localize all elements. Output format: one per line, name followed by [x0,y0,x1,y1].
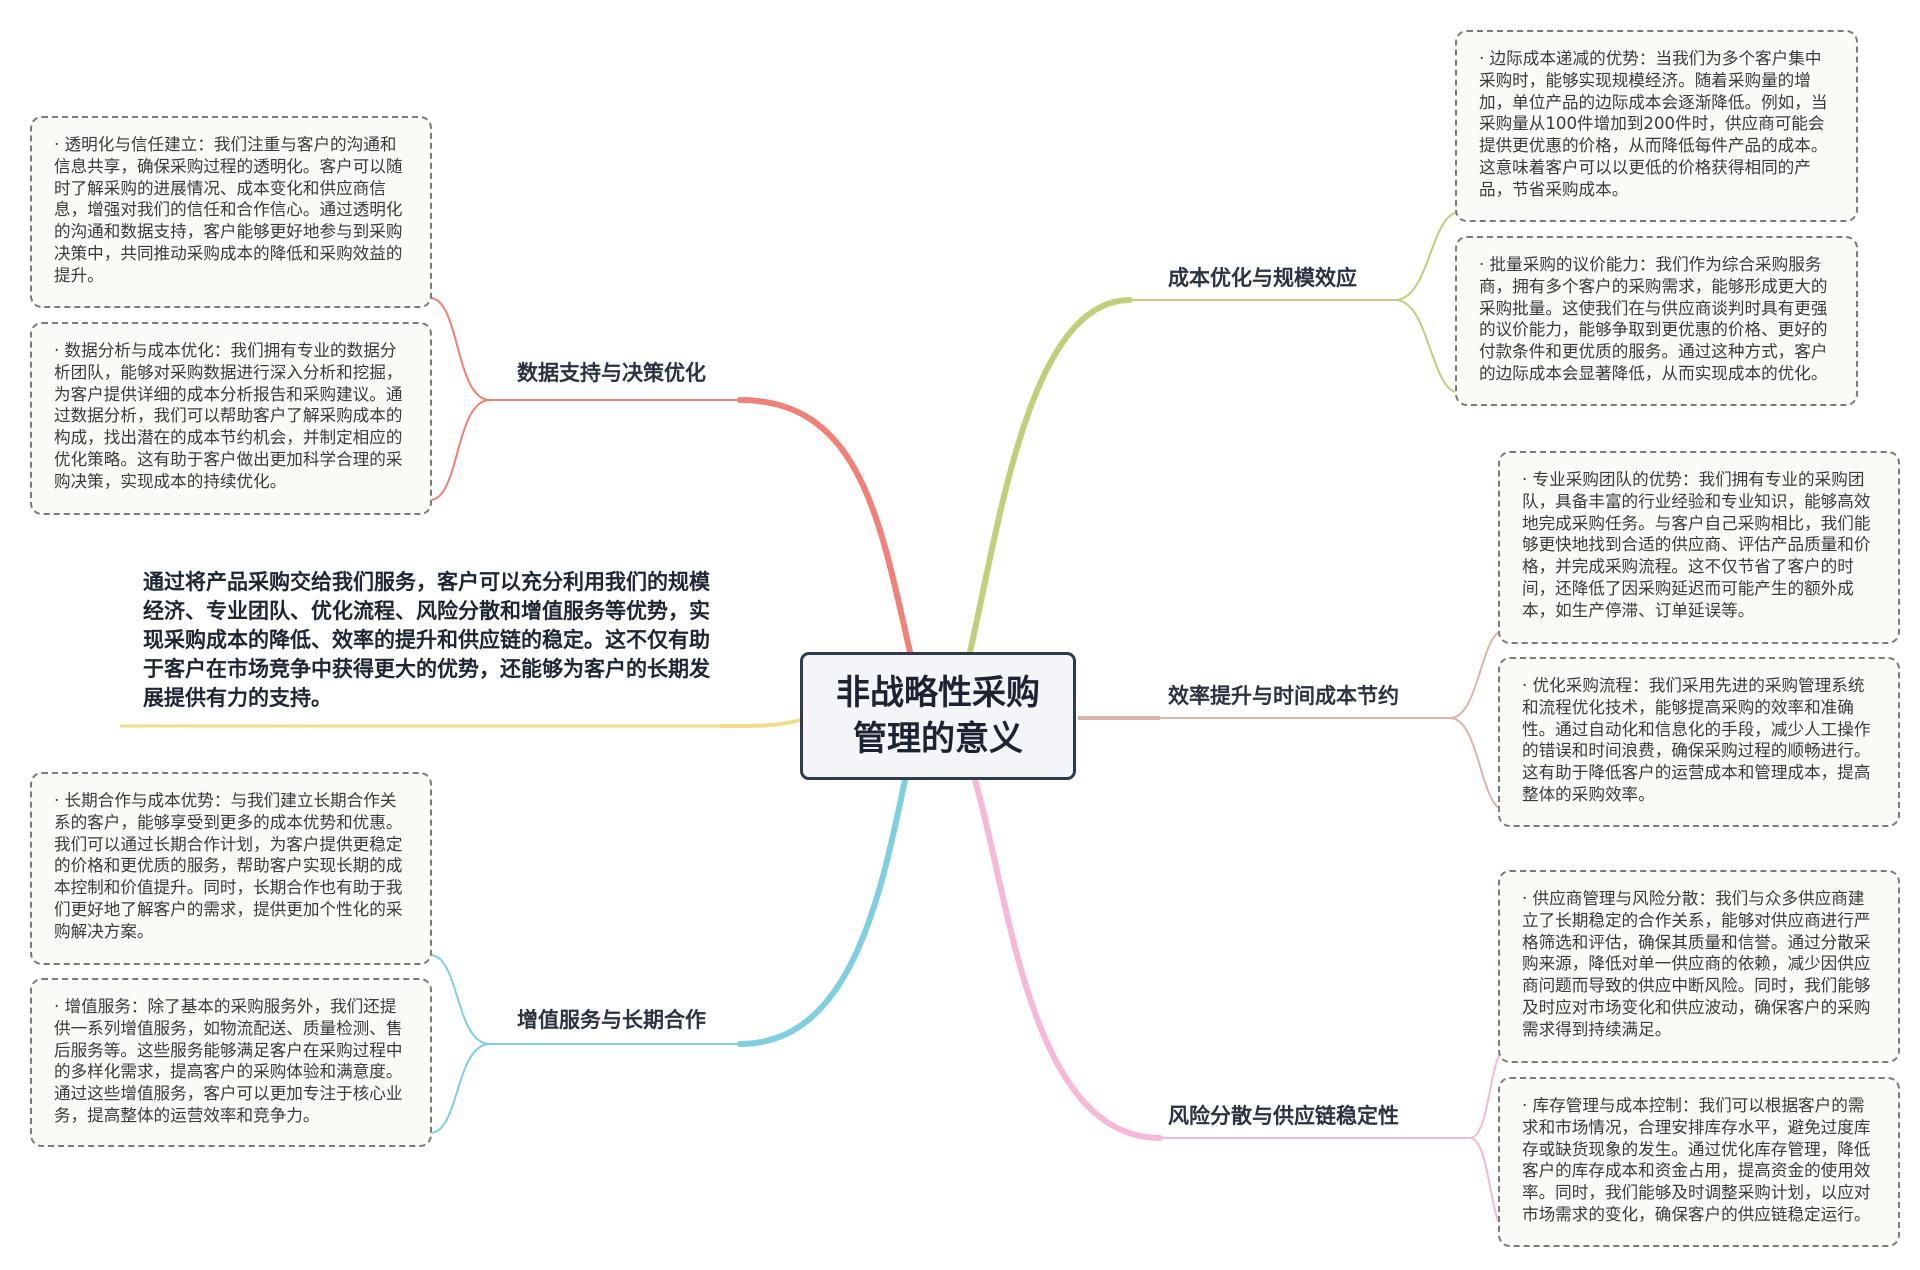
note-link-cost-2 [1394,299,1461,394]
note-link-service-1 [429,954,491,1045]
topic-value-added-service[interactable]: 增值服务与长期合作 [517,1008,706,1032]
branch-line-cost [967,297,1133,655]
note-inventory-control: · 库存管理与成本控制：我们可以根据客户的需求和市场情况，合理安排库存水平，避免… [1498,1077,1900,1247]
note-link-eff-1 [1449,629,1506,719]
topic-cost-optimization[interactable]: 成本优化与规模效应 [1168,266,1357,290]
topic-efficiency[interactable]: 效率提升与时间成本节约 [1168,684,1399,708]
note-data-analysis: · 数据分析与成本优化：我们拥有专业的数据分析团队，能够对采购数据进行深入分析和… [30,322,432,515]
central-topic-node[interactable]: 非战略性采购 管理的意义 [800,652,1076,780]
note-link-cost-1 [1394,211,1461,301]
note-supplier-risk: · 供应商管理与风险分散：我们与众多供应商建立了长期稳定的合作关系，能够对供应商… [1498,870,1900,1063]
note-bulk-bargaining: · 批量采购的议价能力：我们作为综合采购服务商，拥有多个客户的采购需求，能够形成… [1455,236,1858,406]
note-link-service-2 [429,1043,491,1134]
note-professional-team: · 专业采购团队的优势：我们拥有专业的采购团队，具备丰富的行业经验和专业知识，能… [1498,451,1900,644]
topic-data-support[interactable]: 数据支持与决策优化 [517,361,706,385]
note-marginal-cost: · 边际成本递减的优势：当我们为多个客户集中采购时，能够实现规模经济。随着采购量… [1455,30,1858,222]
note-link-data-1 [429,297,491,401]
summary-text: 通过将产品采购交给我们服务，客户可以充分利用我们的规模经济、专业团队、优化流程、… [143,570,710,710]
branch-line-summary [719,718,801,728]
central-topic-title: 非战略性采购 管理的意义 [836,673,1040,759]
topic-risk[interactable]: 风险分散与供应链稳定性 [1168,1104,1399,1128]
note-transparency-trust: · 透明化与信任建立：我们注重与客户的沟通和信息共享，确保采购过程的透明化。客户… [30,116,432,308]
branch-line-service [737,777,908,1047]
note-value-added-service: · 增值服务：除了基本的采购服务外，我们还提供一系列增值服务，如物流配送、质量检… [30,978,432,1147]
note-link-data-2 [429,399,491,501]
note-link-eff-2 [1449,717,1506,811]
branch-line-data [737,397,913,655]
note-process-optimization: · 优化采购流程：我们采用先进的采购管理系统和流程优化技术，能够提高采购的效率和… [1498,657,1900,827]
note-long-term-cooperation: · 长期合作与成本优势：与我们建立长期合作关系的客户，能够享受到更多的成本优势和… [30,772,432,965]
branch-line-risk [972,777,1163,1141]
